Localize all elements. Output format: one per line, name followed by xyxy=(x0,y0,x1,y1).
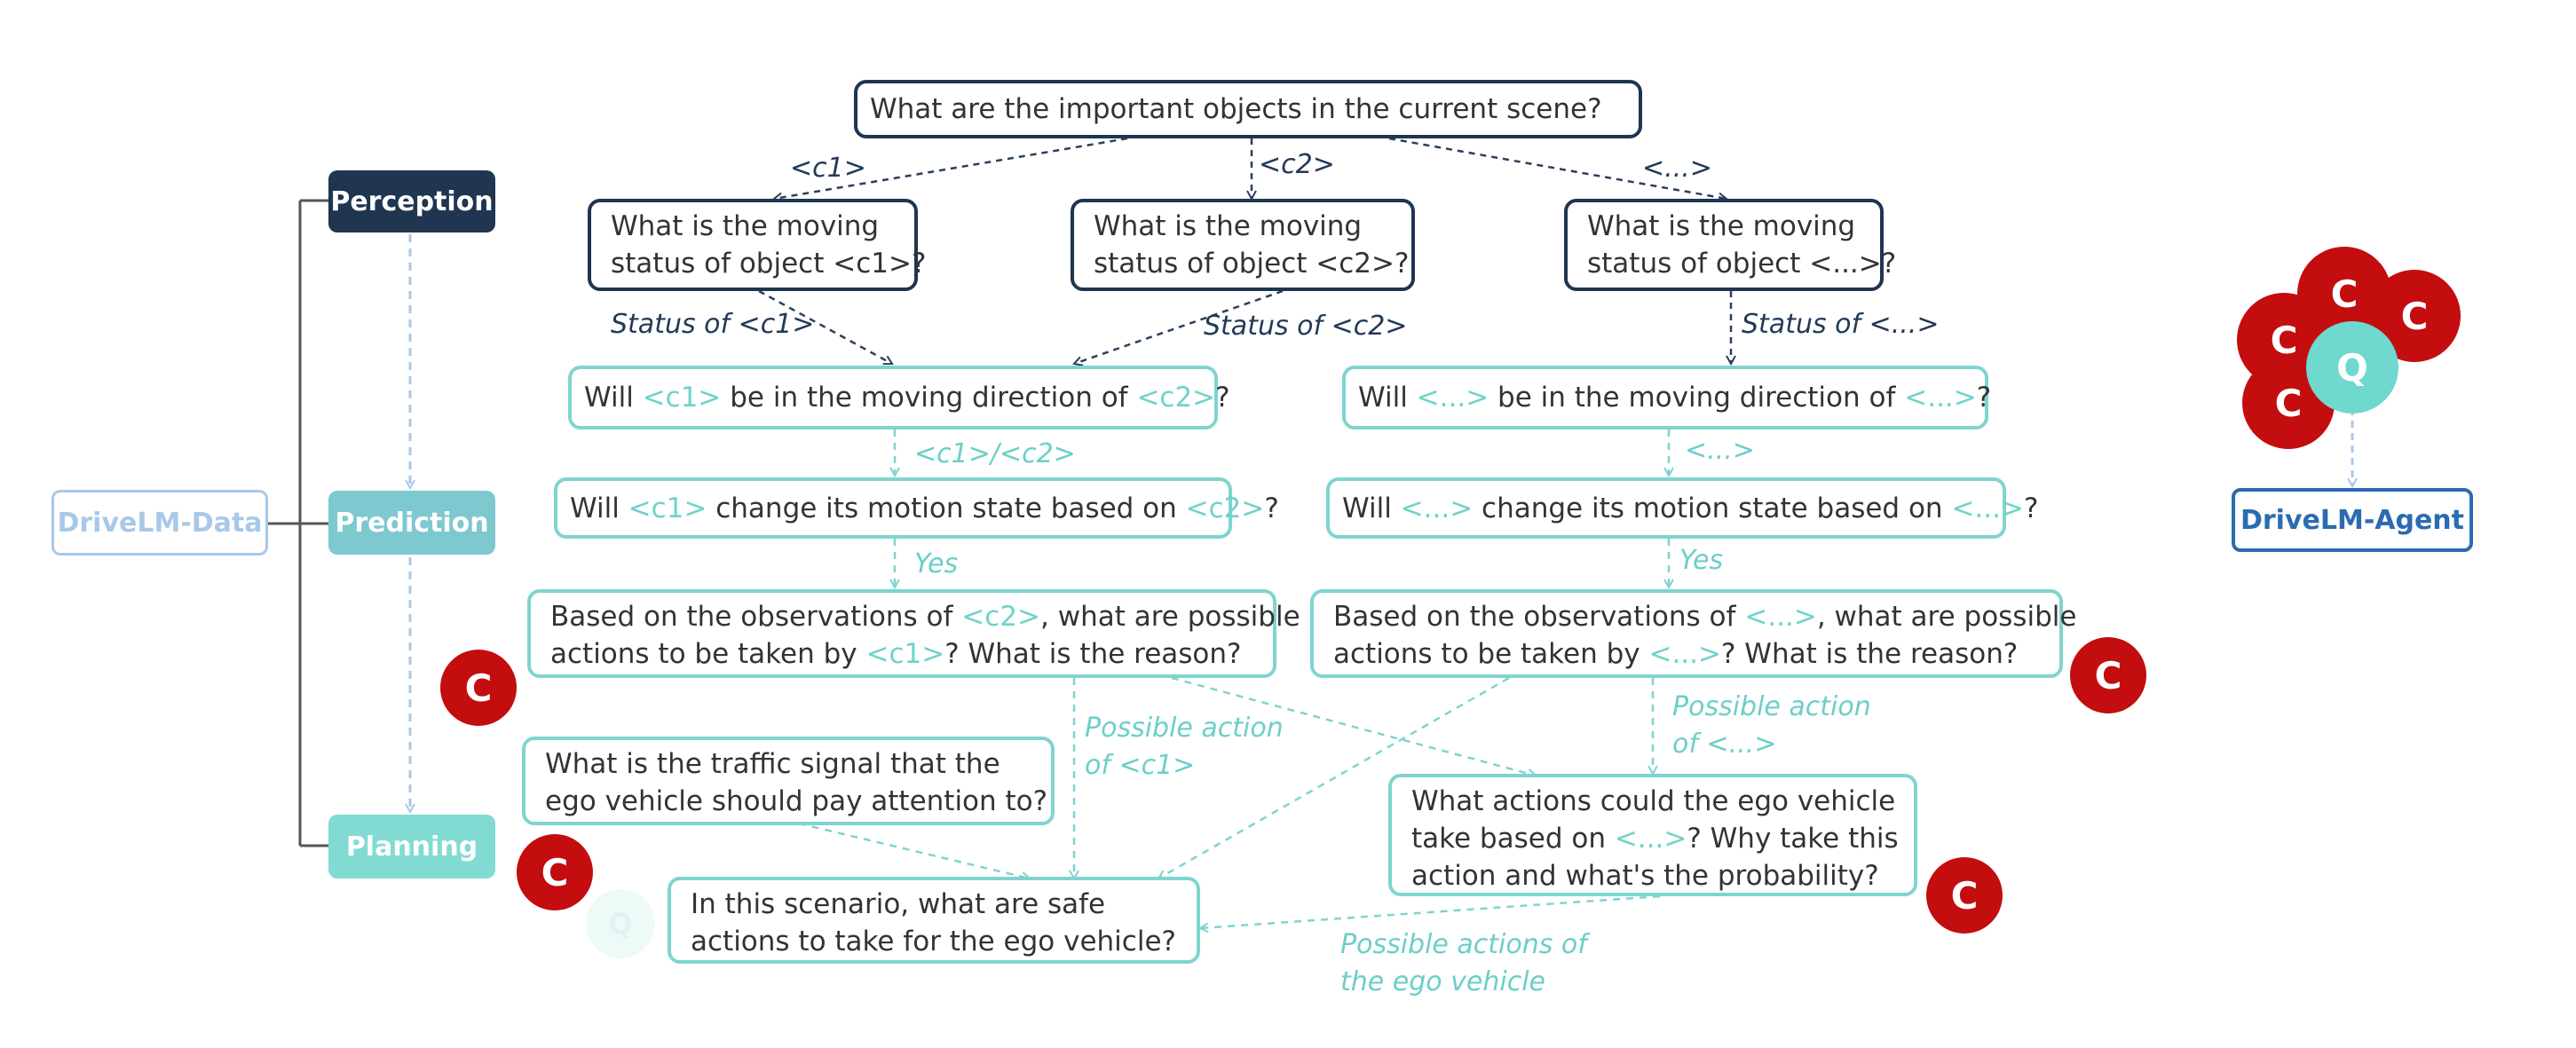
legend-bracket xyxy=(266,199,328,847)
node-moving-status-c1: What is the moving status of object <c1>… xyxy=(588,199,926,291)
edge-label-c1: <c1> xyxy=(790,153,866,184)
node-traffic-signal: What is the traffic signal that the ego … xyxy=(522,737,1055,825)
edge-label-status-c2: Status of <c2> xyxy=(1204,311,1408,342)
node-safe-actions: In this scenario, what are safe actions … xyxy=(668,877,1200,964)
context-c-marker-3: C xyxy=(2070,637,2146,713)
edge-label-yes-left: Yes xyxy=(914,548,959,579)
agent-q-bubble: Q xyxy=(2306,321,2398,414)
node-direction-right: Will <...> be in the moving direction of… xyxy=(1342,366,1991,429)
node-observations-left: Based on the observations of <c2>, what … xyxy=(527,589,1300,678)
prediction-label: Prediction xyxy=(328,491,495,555)
node-observations-right: Based on the observations of <...>, what… xyxy=(1310,589,2076,678)
perception-edges xyxy=(758,137,1731,364)
agent-c-bubble-right: C xyxy=(2368,270,2461,362)
context-c-marker-1: C xyxy=(440,650,517,726)
faint-q-icon: Q xyxy=(586,889,655,958)
edge-label-etc: <...> xyxy=(1642,153,1712,184)
node-direction-left: Will <c1> be in the moving direction of … xyxy=(568,366,1230,429)
prediction-edges xyxy=(798,429,1669,928)
context-c-marker-2: C xyxy=(517,834,593,910)
edge-label-status-c1: Status of <c1> xyxy=(611,309,815,340)
edge-label-status-etc: Status of <...> xyxy=(1742,309,1940,340)
context-c-marker-4: C xyxy=(1926,857,2003,934)
node-important-objects: What are the important objects in the cu… xyxy=(854,80,1642,138)
drivelm-data-label: DriveLM-Data xyxy=(51,490,268,556)
node-ego-actions: What actions could the ego vehicle take … xyxy=(1388,774,1917,896)
perception-label: Perception xyxy=(328,170,495,232)
edge-label-c1-c2: <c1>/<c2> xyxy=(914,438,1076,469)
edge-label-c2: <c2> xyxy=(1259,149,1335,180)
node-motion-right: Will <...> change its motion state based… xyxy=(1326,477,2038,539)
node-motion-left: Will <c1> change its motion state based … xyxy=(554,477,1279,539)
planning-label: Planning xyxy=(328,815,495,879)
edge-label-etc-2: <...> xyxy=(1685,435,1755,466)
node-moving-status-c2: What is the moving status of object <c2>… xyxy=(1071,199,1415,291)
edge-label-yes-right: Yes xyxy=(1679,545,1724,576)
node-moving-status-etc: What is the moving status of object <...… xyxy=(1564,199,1896,291)
drivelm-agent-label: DriveLM-Agent xyxy=(2232,488,2473,552)
